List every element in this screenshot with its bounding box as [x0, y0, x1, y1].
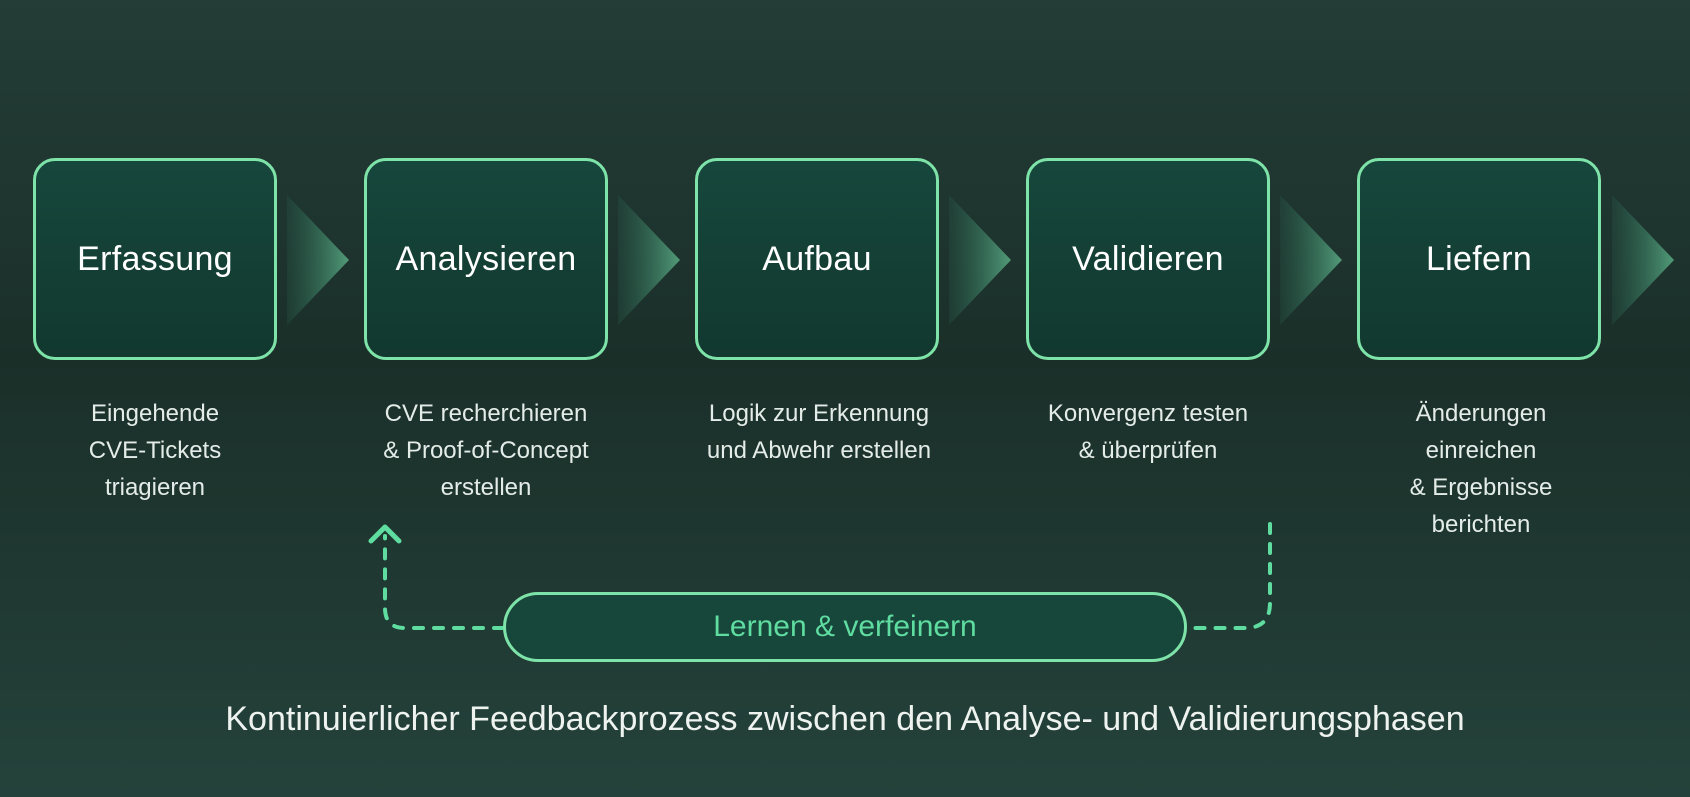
stage-box-erfassung: Erfassung: [33, 158, 277, 360]
stage-box-liefern: Liefern: [1357, 158, 1601, 360]
description-line: einreichen: [1425, 437, 1537, 464]
stage-box-aufbau: Aufbau: [695, 158, 939, 360]
stage-description-liefern: Änderungen einreichen & Ergebnisse beric…: [1331, 395, 1631, 543]
chevron-right-icon: [949, 195, 1011, 325]
stage-description-analysieren: CVE recherchieren & Proof-of-Concept ers…: [336, 395, 636, 506]
chevron-right-icon: [287, 195, 349, 325]
description-line: & überprüfen: [1078, 437, 1218, 464]
description-line: und Abwehr erstellen: [706, 437, 932, 464]
chevron-right-icon: [1280, 195, 1342, 325]
stage-title: Aufbau: [762, 239, 872, 278]
description-line: Konvergenz testen: [1047, 400, 1249, 427]
stage-box-analysieren: Analysieren: [364, 158, 608, 360]
stage-description-validieren: Konvergenz testen & überprüfen: [998, 395, 1298, 469]
chevron-right-icon: [618, 195, 680, 325]
stage-title: Liefern: [1425, 239, 1533, 278]
description-line: triagieren: [104, 474, 206, 501]
stage-description-aufbau: Logik zur Erkennung und Abwehr erstellen: [669, 395, 969, 469]
feedback-loop-label: Lernen & verfeinern: [713, 610, 977, 643]
description-line: erstellen: [440, 474, 532, 501]
description-line: Eingehende: [90, 400, 220, 427]
chevron-right-icon: [1612, 195, 1674, 325]
description-line: berichten: [1431, 511, 1531, 538]
feedback-loop-pill: Lernen & verfeinern: [503, 592, 1187, 662]
stage-title: Analysieren: [395, 239, 577, 278]
description-line: CVE-Tickets: [88, 437, 222, 464]
description-line: & Ergebnisse: [1409, 474, 1553, 501]
stage-description-erfassung: Eingehende CVE-Tickets triagieren: [5, 395, 305, 506]
description-line: Logik zur Erkennung: [708, 400, 930, 427]
description-line: & Proof-of-Concept: [383, 437, 589, 464]
stage-title: Erfassung: [77, 239, 233, 278]
stage-title: Validieren: [1072, 239, 1224, 278]
stage-box-validieren: Validieren: [1026, 158, 1270, 360]
diagram-caption: Kontinuierlicher Feedbackprozess zwische…: [225, 700, 1465, 738]
description-line: Änderungen: [1415, 400, 1547, 427]
description-line: CVE recherchieren: [384, 400, 588, 427]
